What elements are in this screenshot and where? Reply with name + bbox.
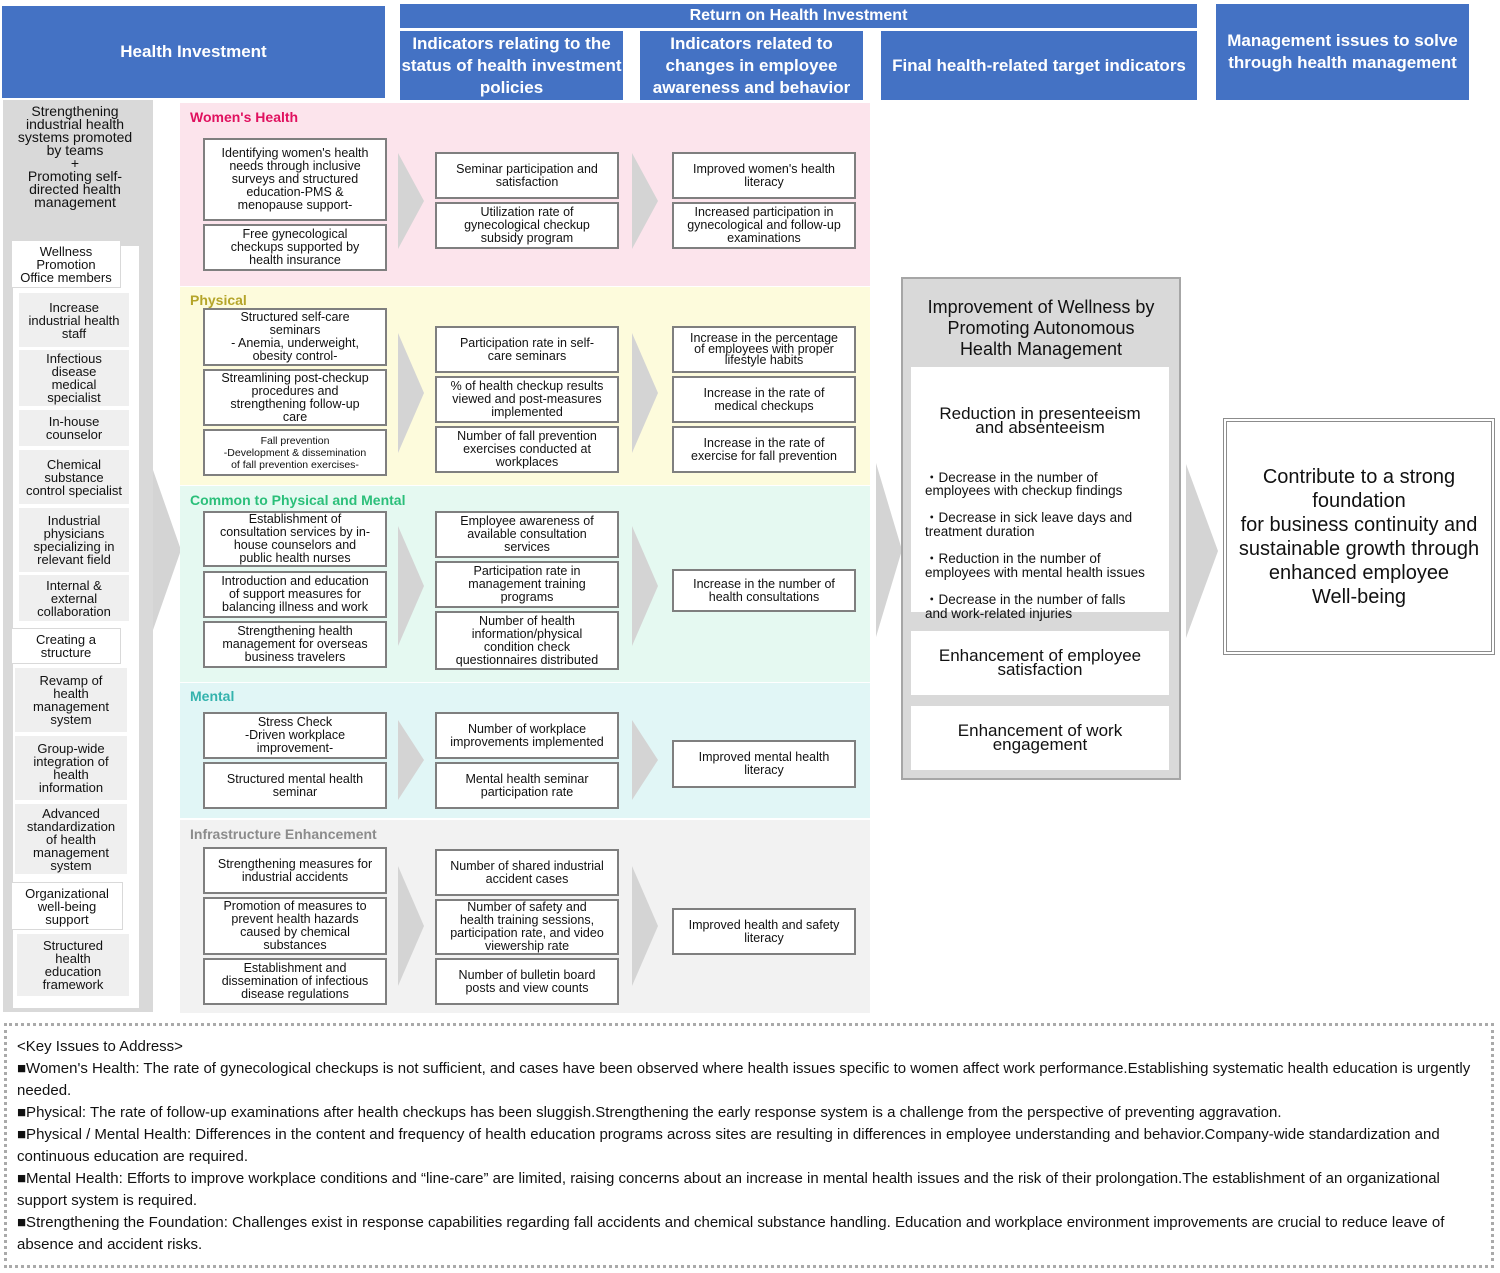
key-issue-item: ■Women's Health: The rate of gynecologic…	[17, 1060, 1471, 1099]
header-health-investment: Health Investment	[2, 6, 385, 98]
policy-indicator-box: Number of fall prevention exercises cond…	[435, 426, 619, 473]
arrow-right-icon	[398, 333, 424, 453]
reduction-card: Reduction in presenteeism and absenteeis…	[911, 367, 1169, 620]
arrow-right-icon	[153, 470, 181, 630]
investment-box: Introduction and education of support me…	[203, 571, 387, 618]
arrow-right-icon	[398, 720, 424, 800]
behavior-indicator-box: Increase in the percentage of employees …	[672, 326, 856, 373]
arrow-right-icon	[398, 526, 424, 646]
group-item: Chemical substance control specialist	[19, 450, 129, 504]
satisfaction-card: Enhancement of employee satisfaction	[911, 631, 1169, 695]
group-label-wellness-office: Wellness Promotion Office members	[11, 240, 121, 288]
header-policy-indicators: Indicators relating to the status of hea…	[400, 31, 623, 100]
engagement-card: Enhancement of work engagement	[911, 706, 1169, 770]
investment-box: Structured mental health seminar	[203, 762, 387, 809]
header-return-on-investment: Return on Health Investment	[400, 4, 1197, 28]
final-targets-panel: Improvement of Wellness by Promoting Aut…	[901, 277, 1181, 780]
arrow-right-icon	[632, 866, 658, 986]
policy-indicator-box: % of health checkup results viewed and p…	[435, 376, 619, 423]
group-item: Structured health education framework	[17, 934, 129, 996]
management-goal-box: Contribute to a strong foundation for bu…	[1223, 418, 1495, 655]
key-issue-item: ■Strengthening the Foundation: Challenge…	[17, 1214, 1445, 1253]
group-item: Group-wide integration of health informa…	[15, 736, 127, 800]
policy-indicator-box: Number of safety and health training ses…	[435, 899, 619, 955]
behavior-indicator-box: Increase in the number of health consult…	[672, 569, 856, 612]
policy-indicator-box: Mental health seminar participation rate	[435, 762, 619, 809]
section-title: Women's Health	[190, 109, 299, 125]
key-issue-item: ■Physical: The rate of follow-up examina…	[17, 1104, 1282, 1121]
section-title: Common to Physical and Mental	[190, 492, 406, 508]
reduction-item: ・Decrease in the number of employees wit…	[925, 469, 1123, 499]
policy-indicator-box: Number of health information/physical co…	[435, 611, 619, 670]
panel-title: Strengthening industrial health systems …	[17, 103, 133, 210]
investment-box: Strengthening measures for industrial ac…	[203, 847, 387, 894]
arrow-right-icon	[876, 463, 902, 637]
behavior-indicator-box: Improved women's health literacy	[672, 152, 856, 199]
investment-box: Fall prevention -Development & dissemina…	[203, 429, 387, 476]
key-issues-heading: <Key Issues to Address>	[17, 1038, 183, 1055]
policy-indicator-box: Utilization rate of gynecological checku…	[435, 202, 619, 249]
header-management-issues: Management issues to solve through healt…	[1216, 4, 1469, 100]
group-item: Infectious disease medical specialist	[19, 350, 129, 406]
group-item: Increase industrial health staff	[19, 293, 129, 347]
arrow-right-icon	[632, 153, 658, 249]
policy-indicator-box: Participation rate in self- care seminar…	[435, 326, 619, 373]
key-issues-box: <Key Issues to Address> ■Women's Health:…	[4, 1023, 1494, 1268]
policy-indicator-box: Number of workplace improvements impleme…	[435, 712, 619, 759]
header-final-indicators: Final health-related target indicators	[881, 31, 1197, 100]
investment-box: Free gynecological checkups supported by…	[203, 224, 387, 271]
team-structure-panel: Strengthening industrial health systems …	[3, 100, 153, 1012]
policy-indicator-box: Seminar participation and satisfaction	[435, 152, 619, 199]
arrow-right-icon	[632, 333, 658, 453]
arrow-right-icon	[398, 866, 424, 986]
behavior-indicator-box: Increase in the rate of medical checkups	[672, 376, 856, 423]
behavior-indicator-box: Improved mental health literacy	[672, 740, 856, 788]
group-label-creating-structure: Creating a structure	[11, 628, 121, 664]
investment-box: Streamlining post-checkup procedures and…	[203, 369, 387, 426]
group-item: In-house counselor	[19, 410, 129, 446]
behavior-indicator-box: Increase in the rate of exercise for fal…	[672, 426, 856, 473]
header-awareness-indicators: Indicators related to changes in employe…	[640, 31, 863, 100]
policy-indicator-box: Number of shared industrial accident cas…	[435, 849, 619, 896]
group-item: Revamp of health management system	[15, 668, 127, 732]
investment-box: Strengthening health management for over…	[203, 621, 387, 668]
arrow-right-icon	[632, 526, 658, 646]
reduction-item: ・Decrease in sick leave days and treatme…	[925, 510, 1133, 539]
arrow-right-icon	[398, 153, 424, 249]
reduction-item: ・Reduction in the number of employees wi…	[925, 551, 1145, 580]
investment-box: Stress Check -Driven workplace improveme…	[203, 712, 387, 759]
group-label-organizational-support: Organizational well-being support	[11, 882, 123, 930]
investment-box: Structured self-care seminars - Anemia, …	[203, 308, 387, 366]
group-item: Internal & external collaboration	[19, 575, 129, 621]
arrow-right-icon	[1186, 464, 1218, 638]
final-targets-heading: Improvement of Wellness by Promoting Aut…	[927, 297, 1155, 359]
reduction-list: ・Decrease in the number of employees wit…	[925, 457, 1165, 634]
reduction-item: ・Decrease in the number of falls and wor…	[925, 591, 1126, 621]
section-title: Mental	[190, 688, 235, 704]
key-issue-item: ■Mental Health: Efforts to improve workp…	[17, 1170, 1440, 1209]
behavior-indicator-box: Increased participation in gynecological…	[672, 202, 856, 249]
investment-box: Identifying women's health needs through…	[203, 138, 387, 221]
group-item: Industrial physicians specializing in re…	[19, 508, 129, 572]
section-title: Physical	[190, 292, 247, 308]
key-issue-item: ■Physical / Mental Health: Differences i…	[17, 1126, 1440, 1165]
section-title: Infrastructure Enhancement	[190, 826, 377, 842]
reduction-title: Reduction in presenteeism and absenteeis…	[939, 404, 1141, 437]
investment-box: Establishment and dissemination of infec…	[203, 958, 387, 1005]
policy-indicator-box: Participation rate in management trainin…	[435, 561, 619, 608]
investment-box: Promotion of measures to prevent health …	[203, 897, 387, 955]
arrow-right-icon	[632, 720, 658, 800]
policy-indicator-box: Employee awareness of available consulta…	[435, 511, 619, 558]
investment-box: Establishment of consultation services b…	[203, 511, 387, 567]
behavior-indicator-box: Improved health and safety literacy	[672, 908, 856, 955]
policy-indicator-box: Number of bulletin board posts and view …	[435, 958, 619, 1005]
group-item: Advanced standardization of health manag…	[15, 804, 127, 874]
